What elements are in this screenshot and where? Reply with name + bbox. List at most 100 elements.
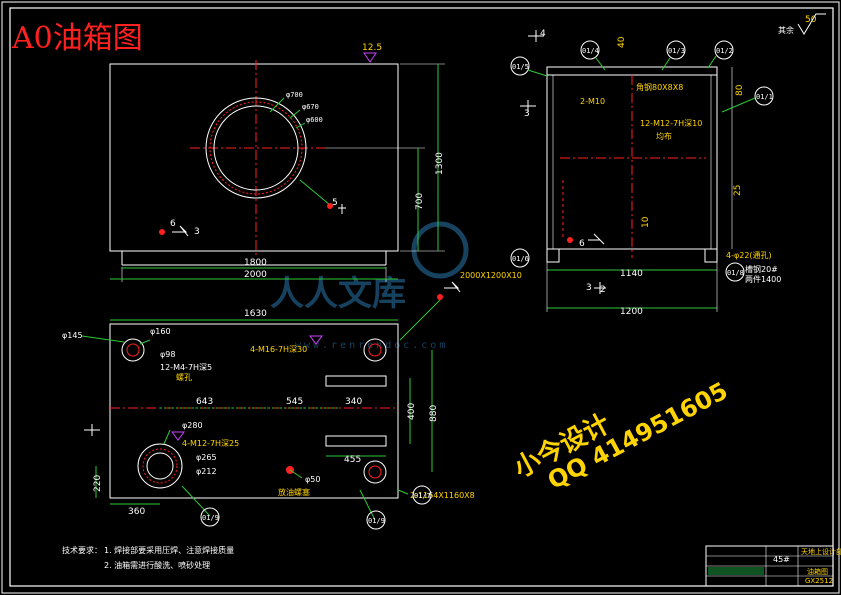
svg-text:2: 2 — [600, 285, 606, 295]
svg-text:φ280: φ280 — [182, 421, 203, 430]
svg-text:340: 340 — [345, 397, 362, 407]
svg-text:2. 油箱需进行酸洗、喷砂处理: 2. 油箱需进行酸洗、喷砂处理 — [104, 560, 210, 570]
svg-text:1800: 1800 — [244, 258, 267, 268]
svg-text:360: 360 — [128, 507, 145, 517]
svg-text:400: 400 — [407, 403, 417, 420]
top-view-body — [109, 323, 399, 499]
svg-text:放油螺塞: 放油螺塞 — [278, 487, 310, 497]
watermark: 人人文库 www.renrendoc.com — [270, 221, 469, 351]
svg-text:25: 25 — [733, 185, 743, 196]
svg-text:3: 3 — [524, 109, 530, 119]
svg-text:φ98: φ98 — [160, 350, 175, 359]
svg-text:油箱图: 油箱图 — [807, 567, 828, 576]
inner-frame — [9, 7, 834, 587]
svg-text:01/9: 01/9 — [368, 517, 385, 525]
balloon-01-1: 01/1 — [754, 86, 774, 106]
balloon-01-7: 01/7 — [412, 485, 432, 505]
inspection-cover-mid — [209, 101, 303, 195]
svg-text:01/9: 01/9 — [202, 514, 219, 522]
svg-text:455: 455 — [344, 455, 361, 465]
svg-text:1300: 1300 — [435, 152, 445, 175]
front-view: φ700 φ670 φ600 12.5 1300 700 1800 2000 5… — [109, 43, 445, 282]
svg-text:4-φ22(通孔): 4-φ22(通孔) — [726, 250, 772, 260]
title-block: 45# 天地上设计部 油箱图 GX2512 — [705, 545, 841, 587]
svg-text:1140: 1140 — [620, 269, 643, 279]
svg-text:545: 545 — [286, 397, 303, 407]
svg-text:45#: 45# — [773, 555, 790, 564]
svg-text:01/5: 01/5 — [512, 63, 529, 71]
svg-text:4-M16-7H深30: 4-M16-7H深30 — [250, 345, 307, 354]
svg-text:01/7: 01/7 — [414, 492, 431, 500]
svg-text:2000X1200X10: 2000X1200X10 — [460, 271, 522, 280]
svg-text:5: 5 — [332, 198, 338, 208]
top-view: 1630 643 545 340 455 400 880 220 360 φ14… — [62, 281, 475, 530]
side-view: 2-M10 角钢80X8X8 12-M12-7H深10 均布 2000X1200… — [460, 29, 781, 317]
svg-text:GX2512: GX2512 — [805, 577, 833, 585]
svg-text:4: 4 — [540, 29, 546, 39]
balloon-01-2: 01/2 — [714, 40, 734, 60]
svg-text:12-M4-7H深5: 12-M4-7H深5 — [160, 363, 212, 372]
roughness-other-label: 其余 — [778, 25, 794, 35]
balloon-01-6: 01/6 — [510, 248, 530, 268]
svg-text:两件1400: 两件1400 — [745, 274, 781, 284]
roughness-other-value: 50 — [805, 15, 817, 25]
svg-text:φ600: φ600 — [306, 116, 323, 124]
drawing-title: A0油箱图 — [11, 21, 143, 56]
svg-text:40: 40 — [617, 36, 627, 48]
svg-text:01/4: 01/4 — [582, 47, 599, 55]
svg-text:12-M12-7H深10: 12-M12-7H深10 — [640, 119, 702, 128]
roughness-main-value: 12.5 — [362, 43, 382, 53]
balloon-01-5: 01/5 — [510, 56, 530, 76]
svg-text:6: 6 — [170, 219, 176, 229]
svg-text:2000: 2000 — [244, 270, 267, 280]
svg-text:1200: 1200 — [620, 307, 643, 317]
svg-text:φ670: φ670 — [302, 103, 319, 111]
balloon-01-4: 01/4 — [580, 40, 600, 60]
roughness-other-symbol — [797, 13, 826, 35]
balloon-01-9b: 01/9 — [366, 510, 386, 530]
svg-text:www.renrendoc.com: www.renrendoc.com — [295, 340, 448, 351]
svg-text:φ160: φ160 — [150, 327, 171, 336]
front-view-body — [109, 63, 399, 252]
svg-text:01/6: 01/6 — [512, 255, 529, 263]
inspection-cover-inner — [213, 105, 299, 191]
svg-text:人人文库: 人人文库 — [270, 274, 406, 314]
technical-notes: 技术要求： 1. 焊接部要采用压焊、注意焊接质量 2. 油箱需进行酸洗、喷砂处理 — [62, 545, 234, 570]
svg-text:φ50: φ50 — [305, 475, 320, 484]
svg-text:2-1164X1160X8: 2-1164X1160X8 — [410, 491, 475, 500]
svg-text:01/3: 01/3 — [668, 47, 685, 55]
svg-text:均布: 均布 — [656, 131, 672, 141]
svg-text:φ212: φ212 — [196, 467, 217, 476]
svg-text:880: 880 — [429, 405, 439, 422]
svg-text:φ145: φ145 — [62, 331, 83, 340]
author-signature: 小今设计 QQ 414951605 — [509, 377, 733, 495]
svg-text:643: 643 — [196, 397, 213, 407]
svg-text:φ700: φ700 — [286, 91, 303, 99]
svg-text:技术要求：: 技术要求： — [62, 545, 102, 555]
svg-text:1. 焊接部要采用压焊、注意焊接质量: 1. 焊接部要采用压焊、注意焊接质量 — [104, 545, 234, 555]
svg-text:槽钢20#: 槽钢20# — [745, 264, 778, 274]
svg-text:01/8: 01/8 — [727, 269, 744, 277]
svg-text:3: 3 — [586, 283, 592, 293]
svg-text:3: 3 — [194, 227, 200, 237]
svg-text:角钢80X8X8: 角钢80X8X8 — [636, 82, 683, 92]
svg-text:天地上设计部: 天地上设计部 — [801, 547, 841, 556]
svg-text:700: 700 — [415, 193, 425, 210]
svg-text:4-M12-7H深25: 4-M12-7H深25 — [182, 439, 239, 448]
svg-text:6: 6 — [579, 239, 585, 249]
balloon-01-8: 01/8 — [725, 262, 745, 282]
svg-text:01/1: 01/1 — [756, 93, 773, 101]
svg-text:1630: 1630 — [244, 309, 267, 319]
balloon-01-9a: 01/9 — [200, 507, 220, 527]
inspection-cover-outer — [205, 97, 307, 199]
balloon-01-3: 01/3 — [666, 40, 686, 60]
svg-text:220: 220 — [93, 475, 103, 492]
svg-text:螺孔: 螺孔 — [176, 372, 192, 382]
svg-text:80: 80 — [735, 84, 745, 96]
svg-text:2-M10: 2-M10 — [580, 97, 605, 106]
svg-text:01/2: 01/2 — [716, 47, 733, 55]
svg-text:10: 10 — [641, 216, 651, 228]
svg-text:φ265: φ265 — [196, 453, 217, 462]
